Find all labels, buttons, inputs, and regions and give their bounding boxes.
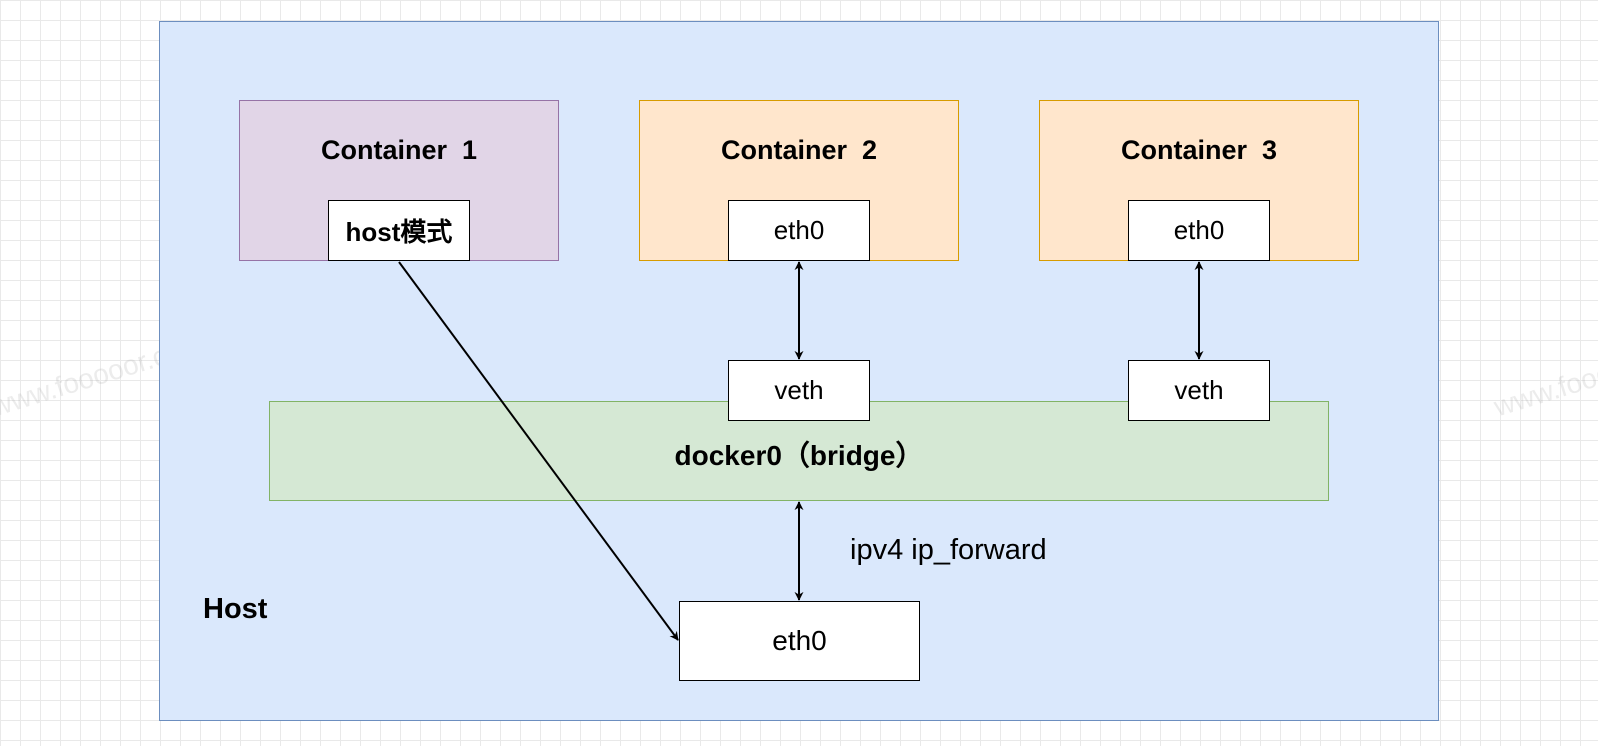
veth-container-2: veth xyxy=(728,360,870,421)
container-title: Container 2 xyxy=(720,135,878,165)
veth-container-3: veth xyxy=(1128,360,1270,421)
host-label: Host xyxy=(203,593,268,625)
container-title: Container 3 xyxy=(1120,135,1278,165)
container-1-host-mode: host模式 xyxy=(328,200,470,261)
watermark: www.fooooor.com xyxy=(1490,328,1598,423)
container-3-eth0: eth0 xyxy=(1128,200,1270,261)
bridge-label: docker0（bridge） xyxy=(674,440,924,471)
container-title: Container 1 xyxy=(320,135,478,165)
host-eth0: eth0 xyxy=(679,601,920,681)
container-2-eth0: eth0 xyxy=(728,200,870,261)
ip-forward-label: ipv4 ip_forward xyxy=(850,534,1047,566)
